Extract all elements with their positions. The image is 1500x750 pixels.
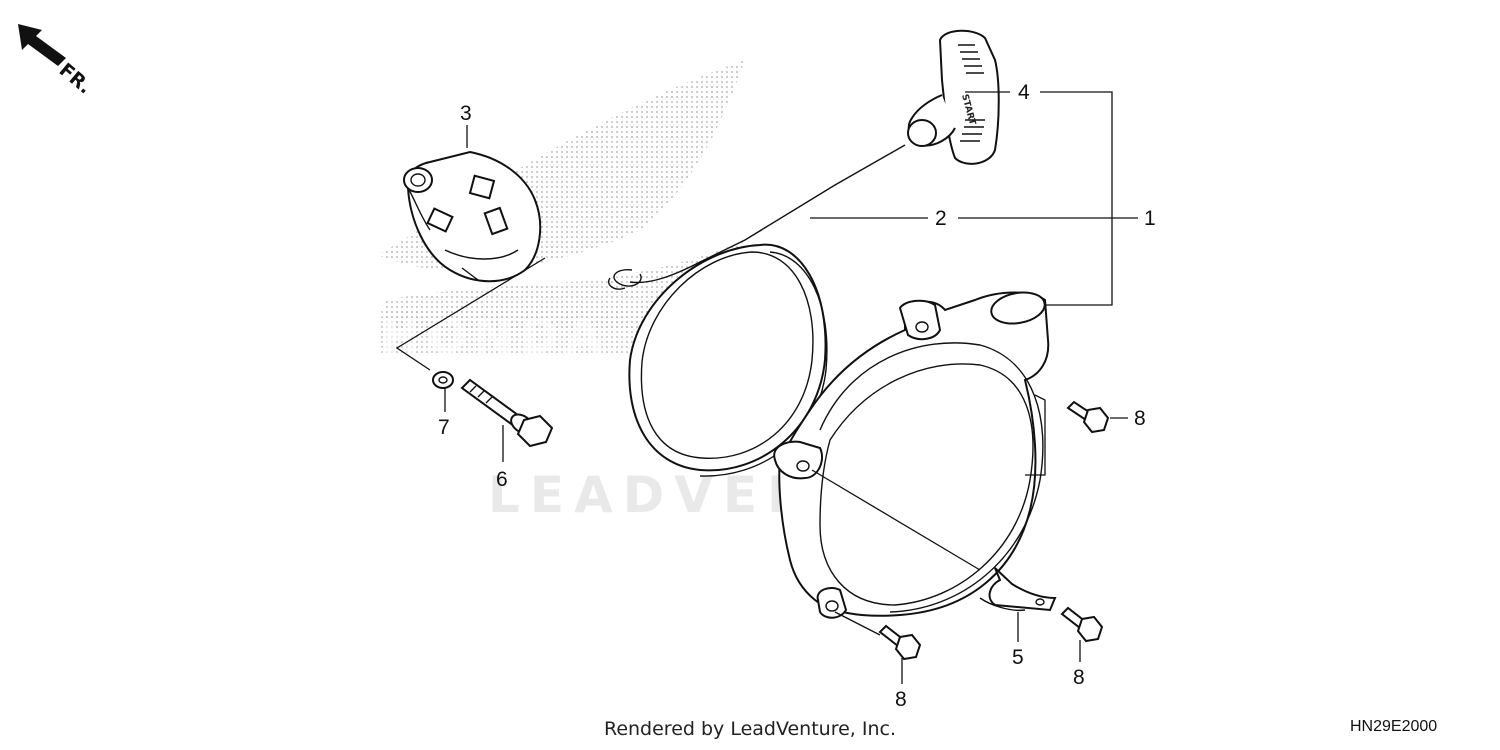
- front-direction-arrow-icon: FR.: [18, 24, 96, 98]
- front-direction-label: FR.: [55, 59, 96, 98]
- callout-8-lower-left: 8: [895, 688, 907, 711]
- watermark-honda-text: HONDA: [380, 309, 608, 365]
- callout-numbers: 3 7 6 4 2 1 8 5 8 8: [438, 81, 1156, 711]
- flange-bolt-part: [460, 378, 554, 448]
- bolt-8-lower-right-part: [1060, 606, 1104, 643]
- rope-clamp-part: [979, 567, 1057, 612]
- starter-pulley-part: [403, 150, 542, 283]
- callout-1: 1: [1144, 207, 1156, 230]
- callout-5: 5: [1012, 646, 1024, 669]
- bolt-8-lower-left-part: [878, 624, 922, 661]
- render-credit: Rendered by LeadVenture, Inc.: [603, 718, 897, 740]
- callout-8-upper: 8: [1134, 407, 1146, 430]
- start-handle-part: START: [907, 29, 1000, 165]
- callout-8-lower-right: 8: [1073, 666, 1085, 689]
- recoil-starter-housing-part: [773, 291, 1050, 619]
- callout-4: 4: [1018, 81, 1030, 104]
- callout-6: 6: [496, 468, 508, 491]
- starter-rope-part: [608, 144, 906, 477]
- callout-2: 2: [935, 207, 947, 230]
- diagram-code: HN29E2000: [1350, 718, 1438, 735]
- callout-7: 7: [438, 416, 450, 439]
- leader-lines: [395, 91, 1138, 684]
- bolt-8-upper-part: [1066, 400, 1110, 434]
- washer-part: [432, 371, 454, 389]
- callout-3: 3: [460, 102, 472, 125]
